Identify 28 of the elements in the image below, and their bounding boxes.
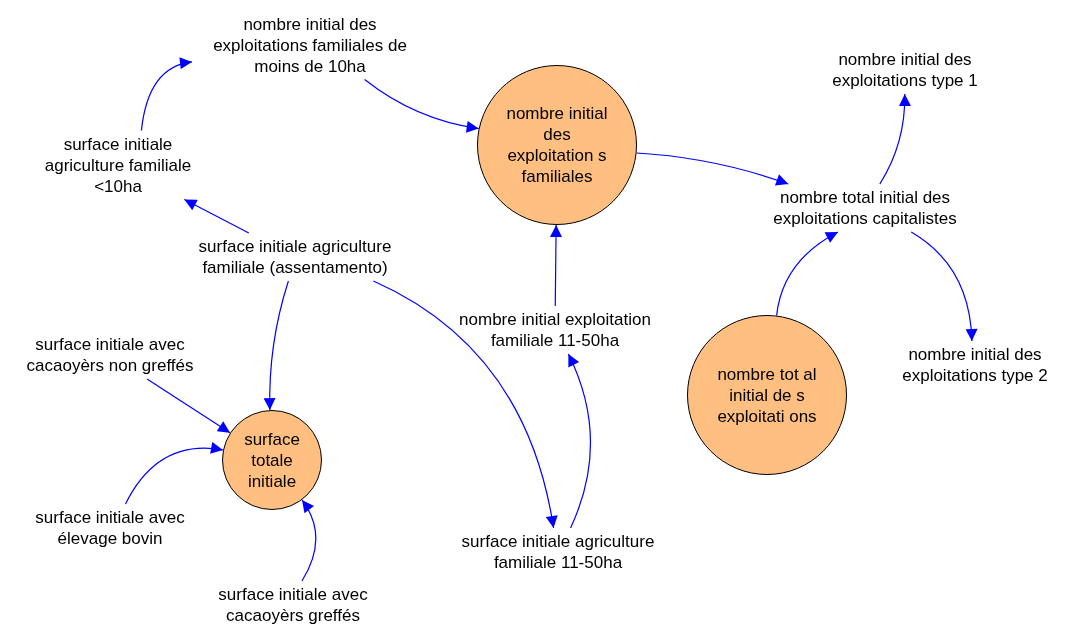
variable-label: surface initiale agriculture familiale 11-50ha bbox=[458, 531, 658, 573]
arrow bbox=[636, 152, 789, 186]
arrow bbox=[879, 93, 911, 185]
variable-label: surface initiale agriculture familiale (assentamento) bbox=[195, 236, 395, 278]
variable-label: surface initiale avec cacaoyèrs greffés bbox=[193, 584, 393, 626]
arrow bbox=[124, 442, 224, 505]
arrow bbox=[550, 224, 562, 307]
arrow bbox=[364, 78, 480, 133]
variable-label: nombre initial des exploitations familiales de moins de 10ha bbox=[195, 13, 425, 77]
arrow bbox=[140, 58, 193, 132]
arrow bbox=[146, 378, 231, 434]
arrow bbox=[567, 353, 592, 529]
node-label: nombre initial des exploitation s familiales bbox=[505, 103, 609, 187]
node-label: surface totale initiale bbox=[243, 428, 301, 492]
arrow bbox=[301, 499, 317, 582]
variable-label: nombre total initial des exploitations capitalistes bbox=[747, 187, 983, 229]
variable-label: surface initiale avec élevage bovin bbox=[5, 507, 215, 549]
arrow bbox=[263, 280, 289, 411]
arrow bbox=[910, 231, 978, 342]
variable-label: nombre initial exploitation familiale 11-50ha bbox=[450, 309, 660, 351]
variable-label: nombre initial des exploitations type 2 bbox=[875, 344, 1075, 386]
arrow bbox=[183, 198, 250, 234]
arrow bbox=[372, 280, 558, 529]
variable-label: nombre initial des exploitations type 1 bbox=[805, 49, 1005, 91]
variable-label: surface initiale agriculture familiale <10ha bbox=[23, 133, 213, 197]
variable-label: surface initiale avec cacaoyèrs non greffés bbox=[5, 334, 215, 376]
node-label: nombre tot al initial de s exploitati ons bbox=[716, 363, 818, 427]
arrow bbox=[776, 231, 839, 317]
